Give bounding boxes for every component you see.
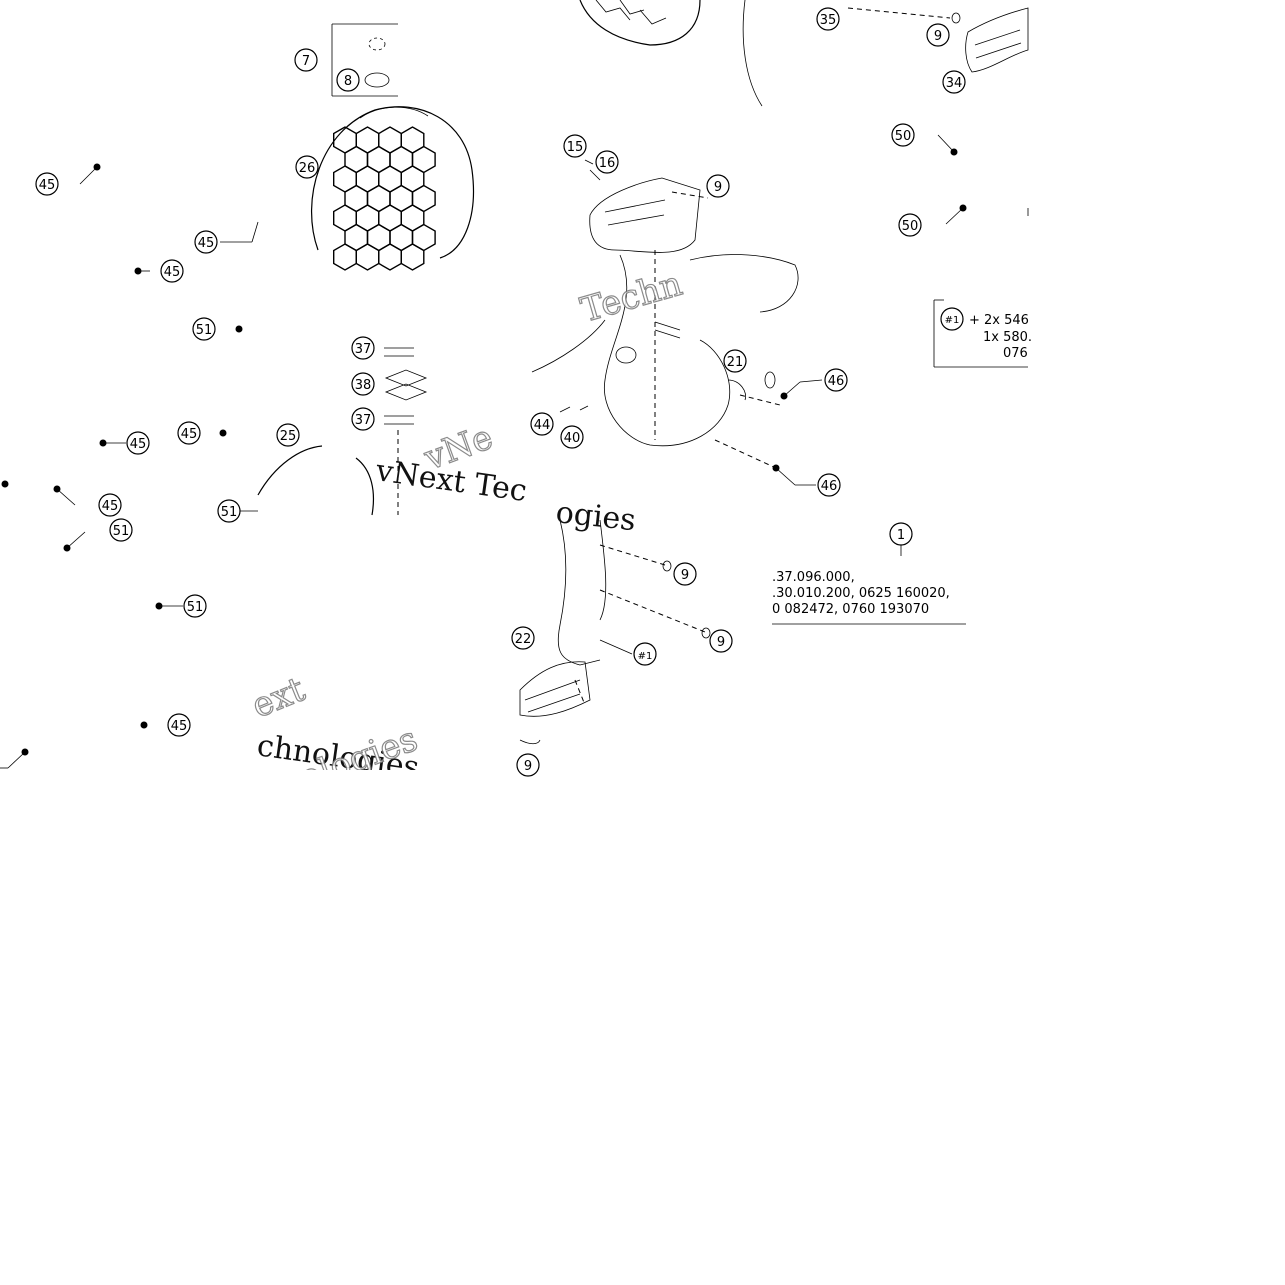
callout-25-label: 25 (280, 429, 297, 444)
callout-8-label: 8 (344, 74, 352, 89)
tile-center (519, 0, 823, 745)
callout-37: 37 (351, 336, 375, 360)
callout-45: 45 (35, 172, 59, 196)
tile-lower-left (0, 602, 183, 769)
callout-45-label: 45 (39, 178, 56, 193)
callout-37: 37 (351, 407, 375, 431)
callout-9-label: 9 (934, 29, 942, 44)
callout-15: 15 (563, 134, 587, 158)
callout-51-label: 51 (113, 524, 130, 539)
callout-8: 8 (336, 68, 360, 92)
tile-right (772, 7, 1029, 625)
callout-9: 9 (706, 174, 730, 198)
callout-35-label: 35 (820, 13, 837, 28)
callout-45-label: 45 (181, 427, 198, 442)
callout-hash1-label: #1 (638, 651, 653, 662)
kit-note-line-3: 076 (1003, 346, 1028, 361)
hex-cell (333, 243, 357, 271)
callout-9: 9 (926, 23, 950, 47)
callout-50-label: 50 (895, 129, 912, 144)
honeycomb-filter-icon (311, 106, 475, 271)
callout-45-label: 45 (171, 719, 188, 734)
kit-note-line-1: + 2x 546 (969, 313, 1029, 328)
callout-16-label: 16 (599, 156, 616, 171)
hex-cell (378, 243, 402, 271)
callout-34-label: 34 (946, 76, 963, 91)
hex-cell (355, 243, 380, 271)
callout-45: 45 (177, 421, 201, 445)
callout-46: 46 (817, 473, 841, 497)
callout-45-label: 45 (198, 236, 215, 251)
callout-45: 45 (194, 230, 218, 254)
callout-50: 50 (891, 123, 915, 147)
callout-1: 1 (889, 522, 913, 546)
callout-hash1: #1 (940, 307, 964, 331)
callout-9-label: 9 (717, 635, 725, 650)
callout-45-label: 45 (164, 265, 181, 280)
callout-1-label: 1 (897, 528, 905, 543)
callout-37-label: 37 (355, 413, 372, 428)
callout-45: 45 (98, 493, 122, 517)
kit-note-line-2: 1x 580. (983, 330, 1032, 345)
callout-hash1: #1 (633, 642, 657, 666)
watermark-group: Techn vNe vNext Tec ogies ext chnologies… (246, 263, 687, 799)
callout-layer: 7 8 26 45 45 45 51 37 38 37 45 45 25 45 … (35, 7, 966, 777)
callout-26-label: 26 (299, 161, 316, 176)
callout-25: 25 (276, 423, 300, 447)
callout-51: 51 (192, 317, 216, 341)
callout-50: 50 (898, 213, 922, 237)
reference-line-2: .30.010.200, 0625 160020, (772, 586, 950, 601)
reference-note: .37.096.000, .30.010.200, 0625 160020, 0… (772, 570, 950, 617)
watermark-4: ogies (554, 495, 637, 538)
callout-45-label: 45 (102, 499, 119, 514)
callout-44-label: 44 (534, 418, 551, 433)
callout-45: 45 (167, 713, 191, 737)
callout-46-label: 46 (821, 479, 838, 494)
callout-45: 45 (160, 259, 184, 283)
callout-9: 9 (709, 629, 733, 653)
callout-38-label: 38 (355, 378, 372, 393)
callout-16: 16 (595, 150, 619, 174)
callout-7-label: 7 (302, 54, 310, 69)
callout-9-label: 9 (681, 568, 689, 583)
callout-34: 34 (942, 70, 966, 94)
callout-15-label: 15 (567, 140, 584, 155)
callout-9-label: 9 (714, 180, 722, 195)
callout-51: 51 (183, 594, 207, 618)
callout-40: 40 (560, 425, 584, 449)
watermark-1: Techn (576, 264, 686, 331)
callout-hash1-label: #1 (945, 315, 960, 326)
callout-9-label: 9 (524, 759, 532, 774)
callout-51-label: 51 (196, 323, 213, 338)
callout-26: 26 (295, 155, 319, 179)
callout-35: 35 (816, 7, 840, 31)
callout-22-label: 22 (515, 632, 532, 647)
reference-line-3: 0 082472, 0760 193070 (772, 602, 929, 617)
callout-50-label: 50 (902, 219, 919, 234)
watermark-5: ext (246, 669, 310, 726)
tile-upper-left (1, 23, 475, 552)
hex-cell (400, 243, 425, 271)
callout-21: 21 (723, 349, 747, 373)
callout-9: 9 (516, 753, 540, 777)
callout-44: 44 (530, 412, 554, 436)
callout-51-label: 51 (221, 505, 238, 520)
callout-37-label: 37 (355, 342, 372, 357)
callout-21-label: 21 (727, 355, 744, 370)
callout-9: 9 (673, 562, 697, 586)
callout-22: 22 (511, 626, 535, 650)
callout-51: 51 (217, 499, 241, 523)
callout-40-label: 40 (564, 431, 581, 446)
callout-51: 51 (109, 518, 133, 542)
callout-38: 38 (351, 372, 375, 396)
callout-46: 46 (824, 368, 848, 392)
callout-45: 45 (126, 431, 150, 455)
callout-51-label: 51 (187, 600, 204, 615)
callout-46-label: 46 (828, 374, 845, 389)
reference-line-1: .37.096.000, (772, 570, 855, 585)
callout-7: 7 (294, 48, 318, 72)
kit-note: + 2x 546 1x 580. 076 (969, 313, 1032, 361)
callout-45-label: 45 (130, 437, 147, 452)
